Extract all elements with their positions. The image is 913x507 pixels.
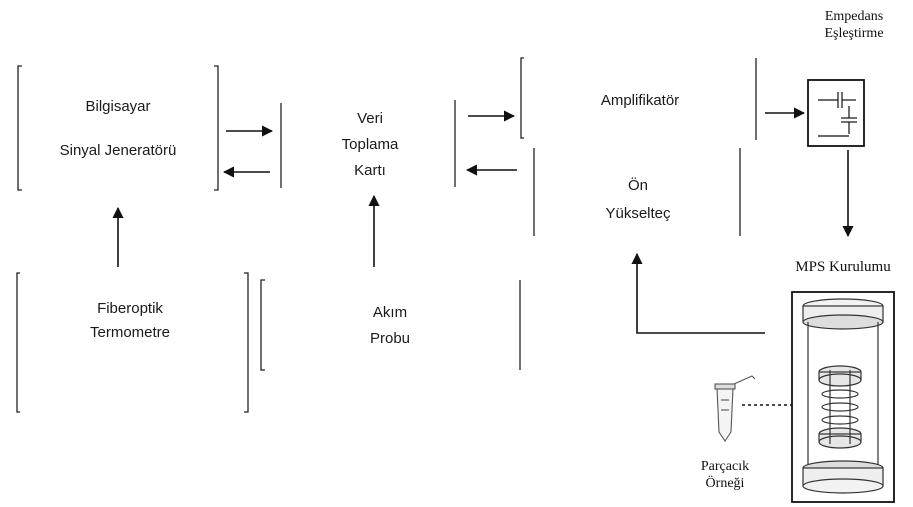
impedance-matching-box xyxy=(807,79,865,147)
current-probe-label: Akım Probu xyxy=(320,300,460,352)
connection-arrows xyxy=(112,107,854,411)
daq-label: Veri Toplama Kartı xyxy=(315,106,425,184)
amplifier-line1: Amplifikatör xyxy=(600,92,680,109)
mps-setup-illustration xyxy=(791,291,895,503)
current-probe-line1: Akım xyxy=(372,304,408,321)
daq-line3: Kartı xyxy=(354,162,386,179)
computer-line2: Sinyal Jeneratörü xyxy=(59,142,177,159)
preamp-label: Ön Yükselteç xyxy=(568,172,708,228)
sample-label: Parçacık Örneği xyxy=(680,458,770,492)
sample-line2: Örneği xyxy=(705,476,745,491)
sample-line1: Parçacık xyxy=(700,459,750,474)
computer-block-frame xyxy=(17,65,219,191)
mps-title: MPS Kurulumu xyxy=(795,259,891,275)
thermometer-line2: Termometre xyxy=(89,324,171,341)
arrow-mps-to-preamp xyxy=(631,252,765,334)
preamp-block-frame xyxy=(533,148,741,236)
computer-line1: Bilgisayar xyxy=(85,98,151,115)
sample-tube-icon xyxy=(714,375,756,442)
preamp-line2: Yükselteç xyxy=(605,205,671,222)
capacitor-symbol-bottom xyxy=(818,106,857,137)
impedance-line1: Empedans xyxy=(824,9,884,24)
daq-block-frame xyxy=(280,100,456,188)
amplifier-label: Amplifikatör xyxy=(560,86,720,116)
thermometer-block-frame xyxy=(16,272,249,413)
capacitor-symbol-top xyxy=(818,92,856,108)
daq-line1: Veri xyxy=(357,110,383,127)
daq-line2: Toplama xyxy=(341,136,399,153)
impedance-label: Empedans Eşleştirme xyxy=(795,8,913,42)
preamp-line1: Ön xyxy=(627,177,648,194)
computer-label: Bilgisayar Sinyal Jeneratörü xyxy=(18,92,218,166)
amplifier-block-frame xyxy=(520,57,757,140)
thermometer-line1: Fiberoptik xyxy=(97,300,163,317)
current-probe-line2: Probu xyxy=(369,330,411,347)
thermometer-label: Fiberoptik Termometre xyxy=(40,297,220,345)
current-probe-block-frame xyxy=(260,279,521,371)
impedance-line2: Eşleştirme xyxy=(824,26,884,41)
